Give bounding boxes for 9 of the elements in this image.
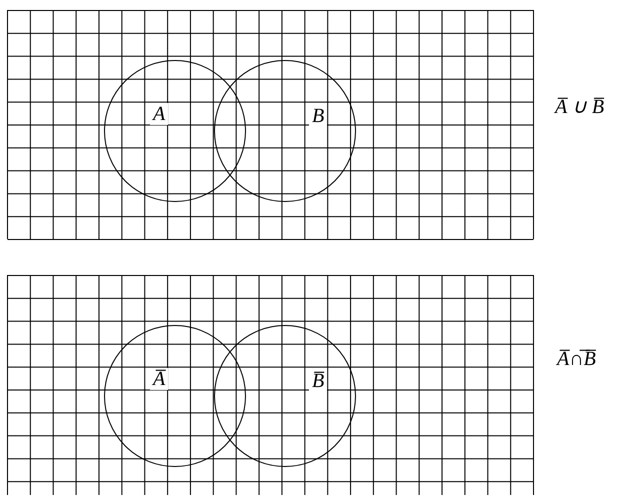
set-expression: A̅∩̅B̅ (557, 347, 596, 371)
venn-circle (104, 60, 246, 202)
venn-circle (214, 60, 356, 202)
venn-circle (214, 325, 356, 467)
set-label: B̅ (309, 370, 328, 392)
set-label: A̅ (150, 368, 168, 390)
set-label: A (150, 103, 168, 125)
set-expression: A̅ ∪ B̅ (555, 95, 604, 119)
venn-circle (104, 325, 246, 467)
